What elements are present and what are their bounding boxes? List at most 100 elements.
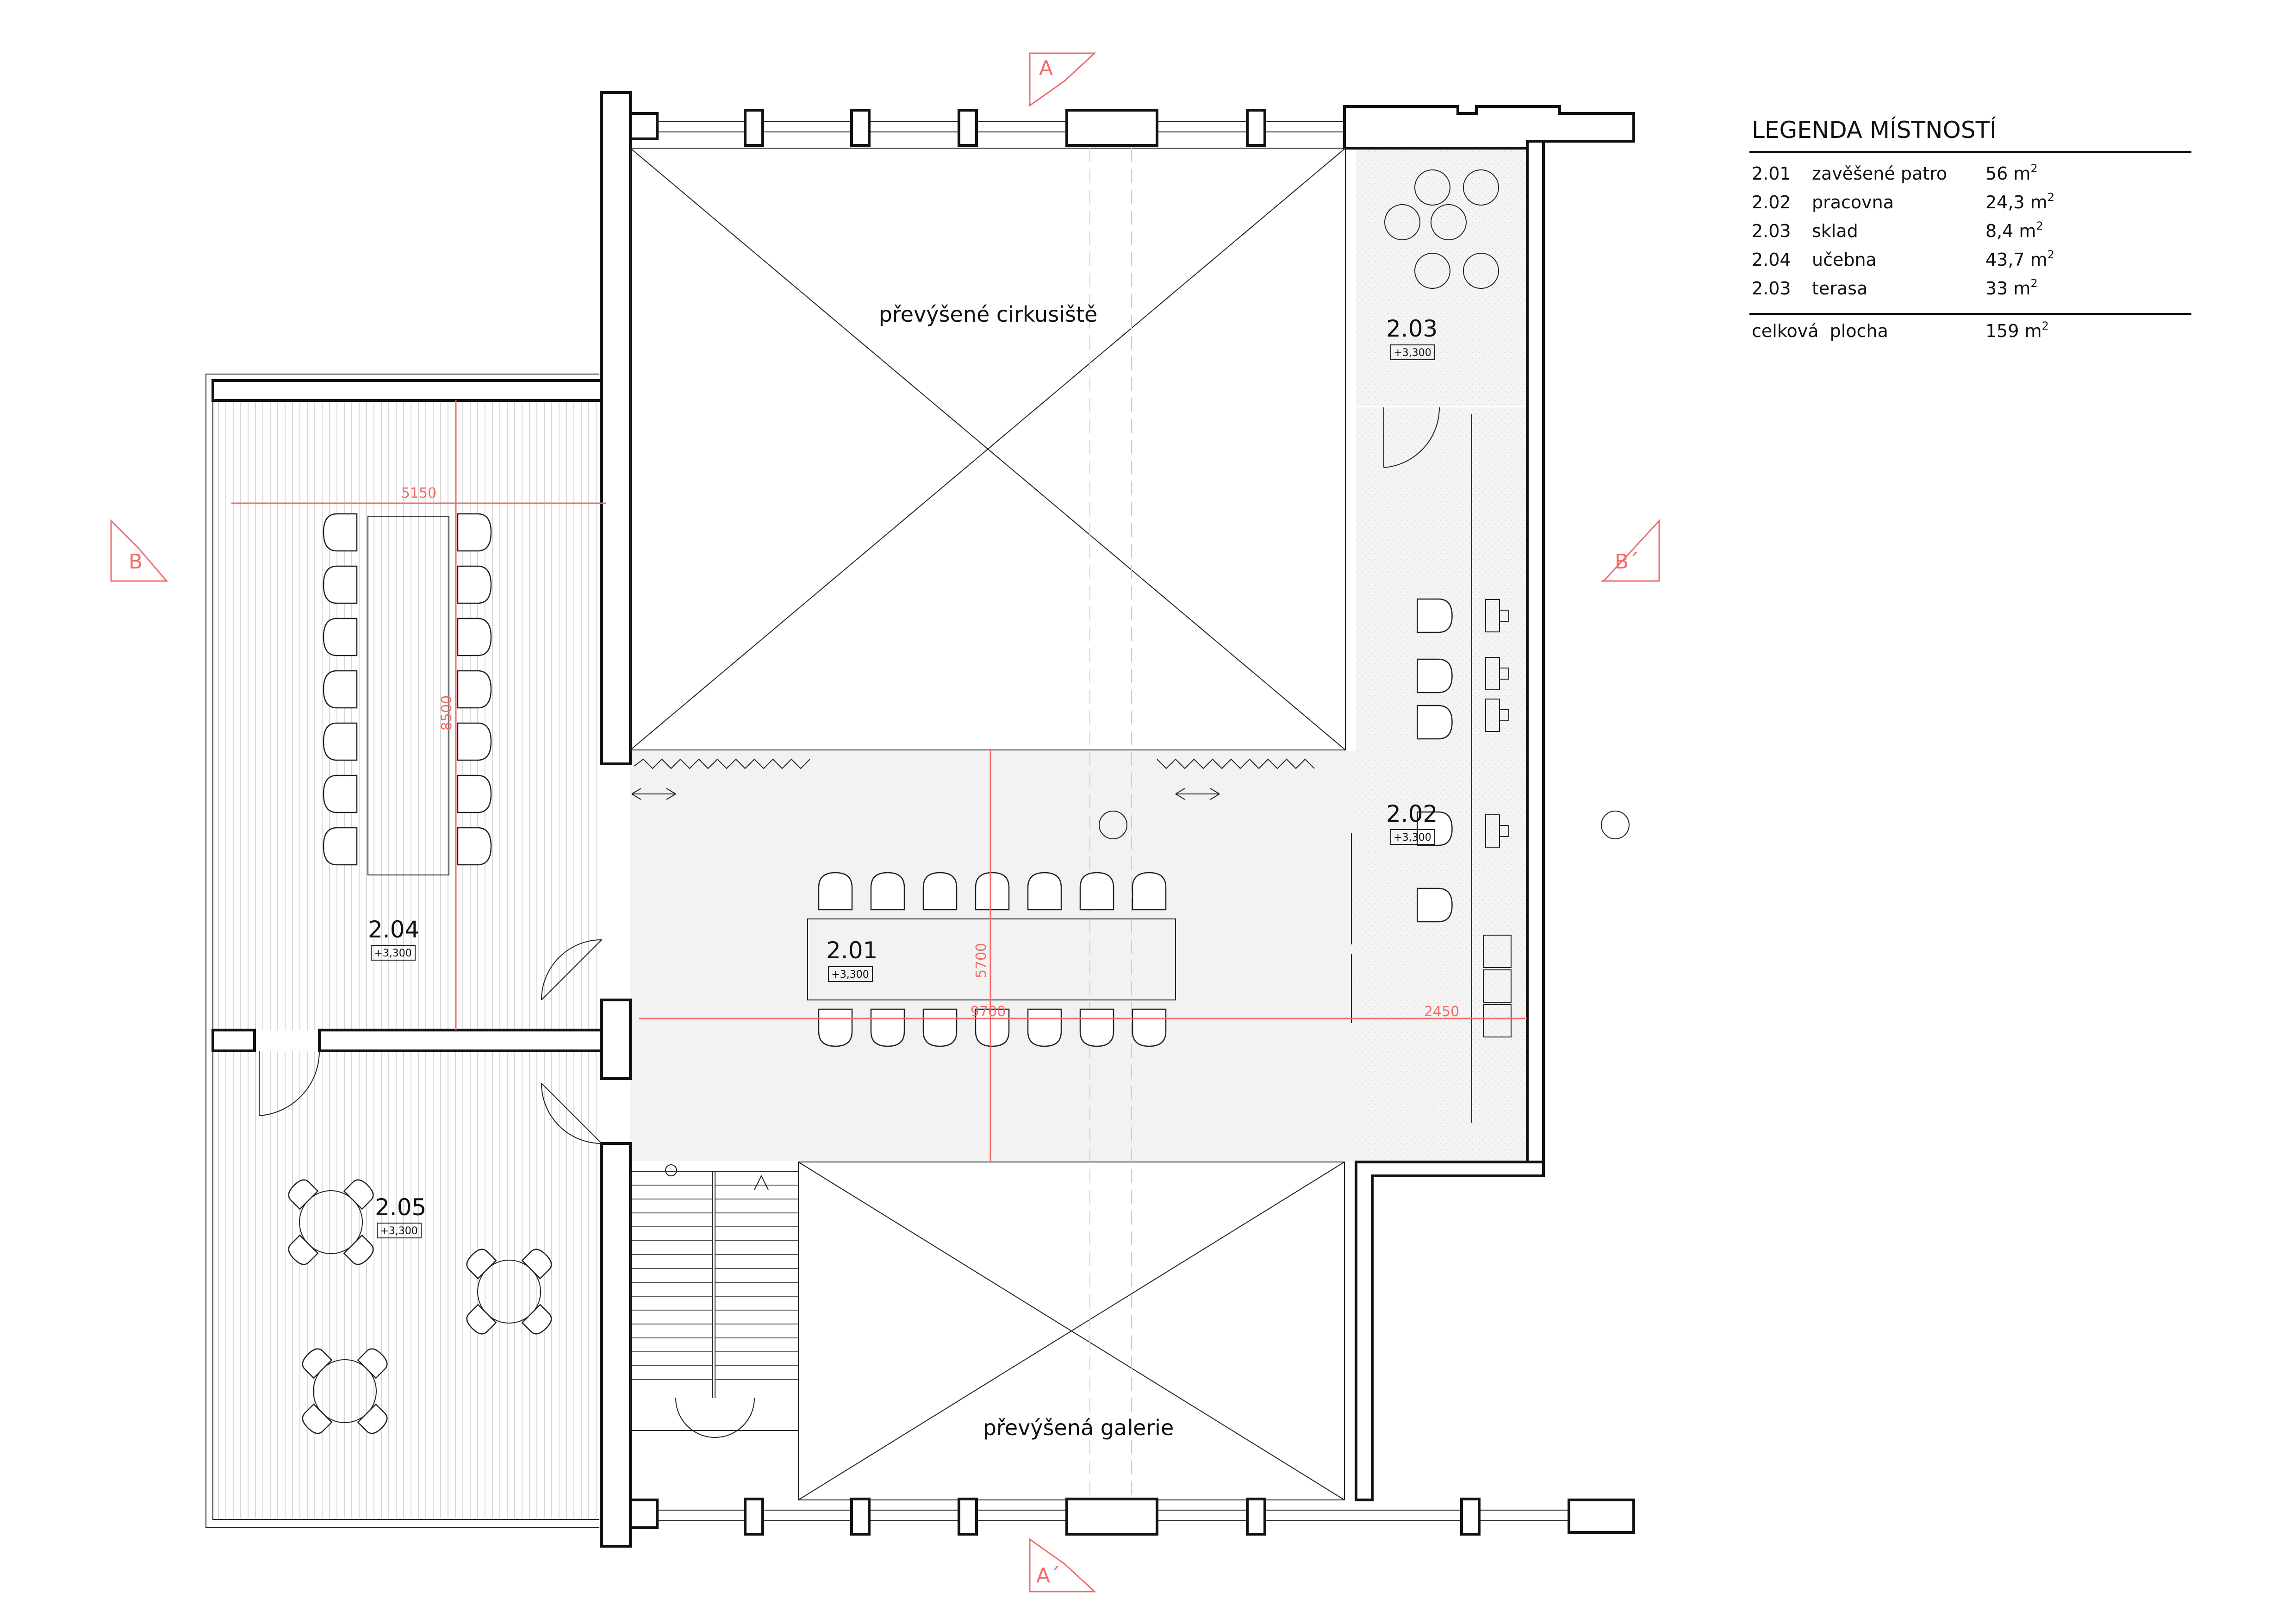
wall-terrace-top <box>212 379 603 402</box>
legend-title: LEGENDA MÍSTNOSTÍ <box>1752 116 1997 144</box>
chair <box>1417 705 1453 740</box>
wall-right <box>1526 140 1545 1177</box>
dim-2450: 2450 <box>1424 1004 1459 1020</box>
legend-row-area: 56 m2 <box>1985 162 2038 184</box>
chair <box>1132 1008 1167 1047</box>
floor-203 <box>1356 149 1527 406</box>
floor-201 <box>630 751 1356 1161</box>
chair <box>343 1234 374 1265</box>
storage-barrel <box>1463 169 1499 206</box>
chair <box>288 1234 319 1265</box>
table-204 <box>367 516 449 875</box>
pier-bottom-4 <box>1065 1498 1158 1536</box>
chair <box>323 670 358 709</box>
cabinet-1 <box>1483 935 1512 968</box>
storage-barrel <box>1414 169 1450 206</box>
chair <box>870 872 905 911</box>
chair <box>818 872 853 911</box>
wall-bottom-left <box>629 1499 659 1529</box>
dimension-lines <box>231 400 1527 1162</box>
legend-total-label: celková plocha <box>1752 321 1888 341</box>
storage-barrel <box>1431 204 1467 240</box>
wall-top-right <box>1343 105 1635 150</box>
wall-204-205-stub <box>212 1029 256 1052</box>
wall-bottom-right-2 <box>1568 1499 1635 1534</box>
staircase <box>630 1164 799 1438</box>
storage-barrel <box>1463 253 1499 289</box>
chair <box>1132 872 1167 911</box>
monitor <box>1485 599 1509 632</box>
wall-core-stub <box>600 999 632 1080</box>
chair <box>1417 658 1453 693</box>
svg-text:2.03: 2.03 <box>1386 315 1437 342</box>
terrace-outline <box>205 374 599 1528</box>
chair <box>323 513 358 552</box>
void-bottom-label: převýšená galerie <box>983 1415 1174 1440</box>
void-top <box>630 148 1346 750</box>
door-204-core <box>541 939 602 1000</box>
legend-row-number: 2.01 <box>1752 163 1791 184</box>
pier-top-3 <box>958 109 978 147</box>
svg-text:+3,300: +3,300 <box>831 969 869 981</box>
chair <box>323 618 358 656</box>
legend-row-name: sklad <box>1812 221 1858 241</box>
chair <box>302 1403 333 1434</box>
chair <box>457 565 492 604</box>
chair <box>466 1249 497 1280</box>
legend: LEGENDA MÍSTNOSTÍ 2.01 zavěšené patro 56 m… <box>1749 116 2191 341</box>
pier-top-2 <box>850 109 871 147</box>
svg-text:2.04: 2.04 <box>368 916 419 943</box>
chair <box>1079 1008 1114 1047</box>
pier-top-4 <box>1065 109 1158 147</box>
legend-row-name: zavěšené patro <box>1812 163 1947 184</box>
room-label-203: 2.03 +3,300 <box>1386 315 1437 360</box>
chair <box>457 513 492 552</box>
cafe-table <box>302 1348 388 1434</box>
chair <box>1417 811 1453 846</box>
monitor <box>1485 814 1509 848</box>
legend-row-name: terasa <box>1812 278 1867 299</box>
chair <box>323 827 358 866</box>
void-bottom-diag-2 <box>798 1162 1345 1500</box>
svg-text:A: A <box>1039 56 1053 80</box>
chair <box>457 670 492 709</box>
svg-text:+3,300: +3,300 <box>380 1225 417 1237</box>
legend-total-area: 159 m2 <box>1985 319 2049 341</box>
dim-8500: 8500 <box>439 695 455 731</box>
chair <box>1027 872 1062 911</box>
section-mark-a-top: A <box>1029 52 1096 107</box>
wall-204-205 <box>318 1029 603 1052</box>
chair <box>870 1008 905 1047</box>
room-label-205: 2.05 +3,300 <box>375 1194 426 1238</box>
chair <box>457 618 492 656</box>
legend-row-number: 2.04 <box>1752 250 1791 270</box>
chair <box>357 1348 388 1379</box>
chair <box>323 722 358 761</box>
chair <box>1079 872 1114 911</box>
cabinet-3 <box>1483 1004 1512 1037</box>
svg-text:2.05: 2.05 <box>375 1194 426 1221</box>
slide-arrow-right <box>1175 788 1220 800</box>
storage-barrel <box>1414 253 1450 289</box>
chair <box>922 872 958 911</box>
chair <box>357 1403 388 1434</box>
curtain-right <box>1157 758 1315 769</box>
chair <box>302 1348 333 1379</box>
cafe-table <box>466 1249 552 1335</box>
chair <box>457 722 492 761</box>
void-top-label: převýšené cirkusiště <box>879 302 1098 327</box>
svg-text:2.02: 2.02 <box>1386 800 1437 827</box>
curtain-left <box>634 758 810 769</box>
section-mark-a-bottom: A´ <box>1029 1538 1096 1593</box>
room-label-201: 2.01 +3,300 <box>826 937 877 982</box>
svg-text:+3,300: +3,300 <box>1394 347 1431 359</box>
chair <box>975 872 1010 911</box>
svg-text:+3,300: +3,300 <box>1394 832 1431 843</box>
section-mark-b-left: B <box>110 519 168 582</box>
legend-row-name: učebna <box>1812 250 1877 270</box>
pier-top-1 <box>744 109 764 147</box>
section-mark-b-right: B´ <box>1601 519 1660 582</box>
